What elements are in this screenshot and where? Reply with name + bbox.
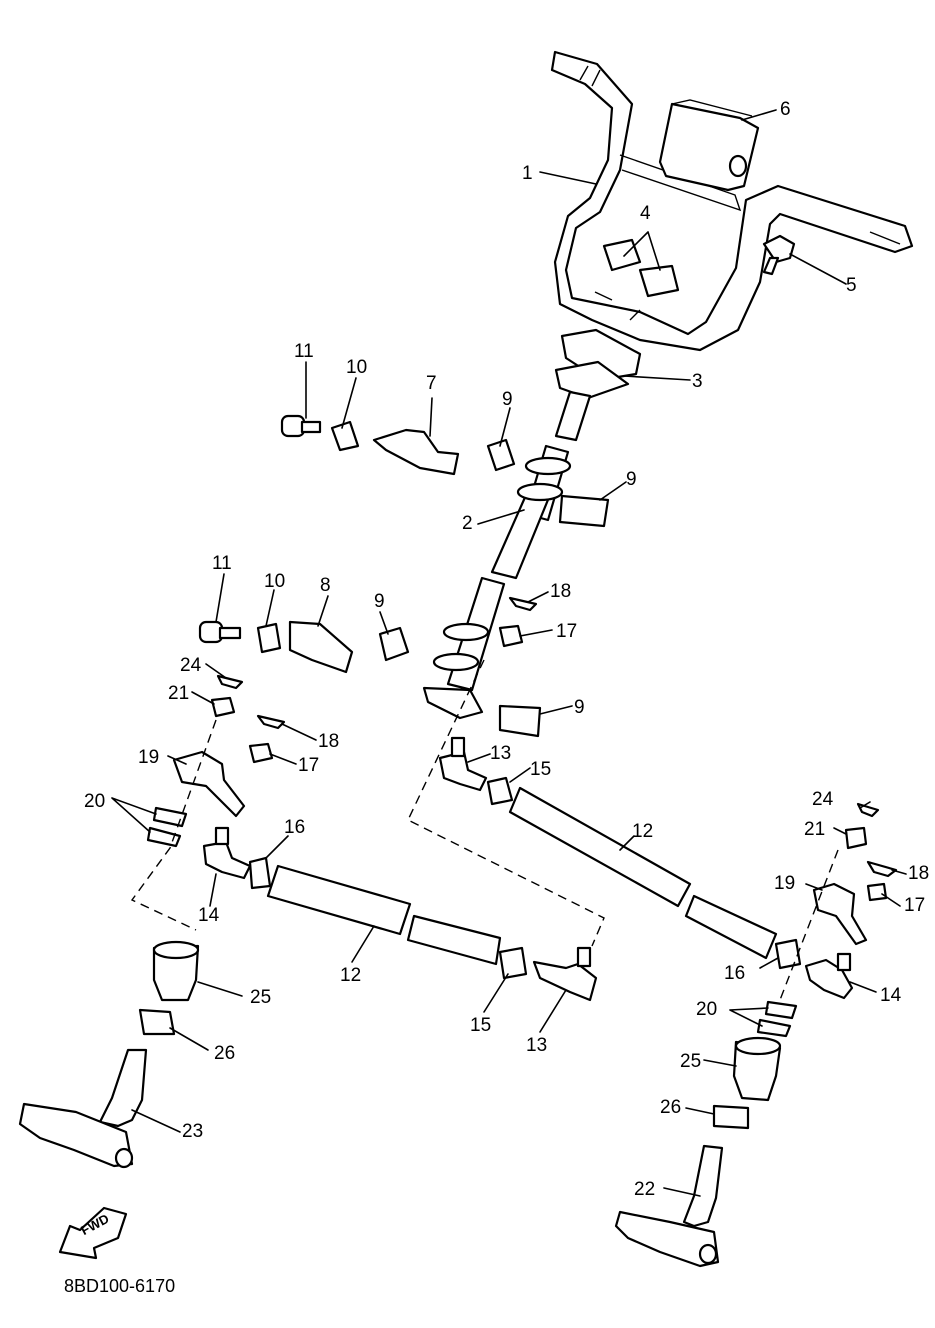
callout-label: 1 [522, 163, 533, 184]
callout-label: 24 [180, 655, 202, 676]
bracket-assembly-lower-part [198, 620, 354, 674]
bracket-assembly-upper-part [280, 414, 460, 476]
callout-label: 18 [318, 731, 340, 752]
callout-label: 17 [298, 755, 320, 776]
callout-label: 13 [526, 1035, 548, 1056]
tie-rod-end-part [202, 736, 854, 1002]
callout-label: 7 [426, 373, 437, 394]
callout-label: 17 [904, 895, 926, 916]
callout-label: 10 [264, 571, 286, 592]
handlebar-pad-part [658, 99, 760, 192]
callout-label: 15 [470, 1015, 492, 1036]
callout-label: 9 [502, 389, 513, 410]
callout-label: 18 [550, 581, 572, 602]
callout-label: 14 [880, 985, 902, 1006]
callout-label: 11 [212, 553, 232, 574]
forward-direction-icon [58, 1206, 128, 1260]
knuckle-bushing-part [152, 940, 782, 1102]
callout-label: 12 [340, 965, 362, 986]
callout-label: 9 [626, 469, 637, 490]
knuckle-arm-part [172, 750, 868, 946]
callout-label: 5 [846, 275, 857, 296]
callout-label: 20 [696, 999, 718, 1020]
callout-label: 25 [250, 987, 272, 1008]
callout-label: 4 [640, 203, 651, 224]
clip-part [146, 806, 798, 1038]
callout-label: 22 [634, 1179, 656, 1200]
callout-label: 26 [214, 1043, 236, 1064]
callout-label: 8 [320, 575, 331, 596]
callout-label: 19 [138, 747, 160, 768]
steering-shaft-part [490, 456, 572, 580]
callout-label: 23 [182, 1121, 204, 1142]
callout-label: 25 [680, 1051, 702, 1072]
steering-knuckle-left-part [18, 1048, 148, 1169]
callout-label: 21 [168, 683, 190, 704]
handlebar-holder-upper-part [602, 238, 680, 298]
callout-leader-lines [111, 109, 907, 1197]
callout-label: 15 [530, 759, 552, 780]
callout-label: 11 [294, 341, 314, 362]
callout-label: 16 [724, 963, 746, 984]
callout-label: 21 [804, 819, 826, 840]
assembly-guide-lines [130, 659, 839, 1001]
callout-label: 9 [574, 697, 585, 718]
drawing-code: 8BD100-6170 [64, 1276, 176, 1296]
callout-label: 6 [780, 99, 791, 120]
tie-rod-part [266, 786, 778, 966]
callout-label: 19 [774, 873, 796, 894]
cotter-pin-part [216, 596, 898, 878]
callout-label: 13 [490, 743, 512, 764]
callout-label: 24 [812, 789, 834, 810]
callout-label: 10 [346, 357, 368, 378]
callout-label: 20 [84, 791, 106, 812]
callout-label: 3 [692, 371, 703, 392]
callout-label: 2 [462, 513, 473, 534]
callout-label: 26 [660, 1097, 682, 1118]
callout-label: 17 [556, 621, 578, 642]
nut-part [210, 624, 888, 980]
steering-column-lower-part [422, 576, 506, 720]
handlebar-holder-lower-part [554, 328, 642, 400]
collar-part [138, 1008, 750, 1130]
handlebar-part [550, 50, 914, 352]
callout-label: 16 [284, 817, 306, 838]
callout-label: 14 [198, 905, 220, 926]
callout-label: 12 [632, 821, 654, 842]
bushing-part [378, 438, 610, 738]
callout-label: 18 [908, 863, 930, 884]
bolt-part [762, 234, 796, 276]
steering-knuckle-right-part [614, 1144, 724, 1268]
callout-label: 9 [374, 591, 385, 612]
